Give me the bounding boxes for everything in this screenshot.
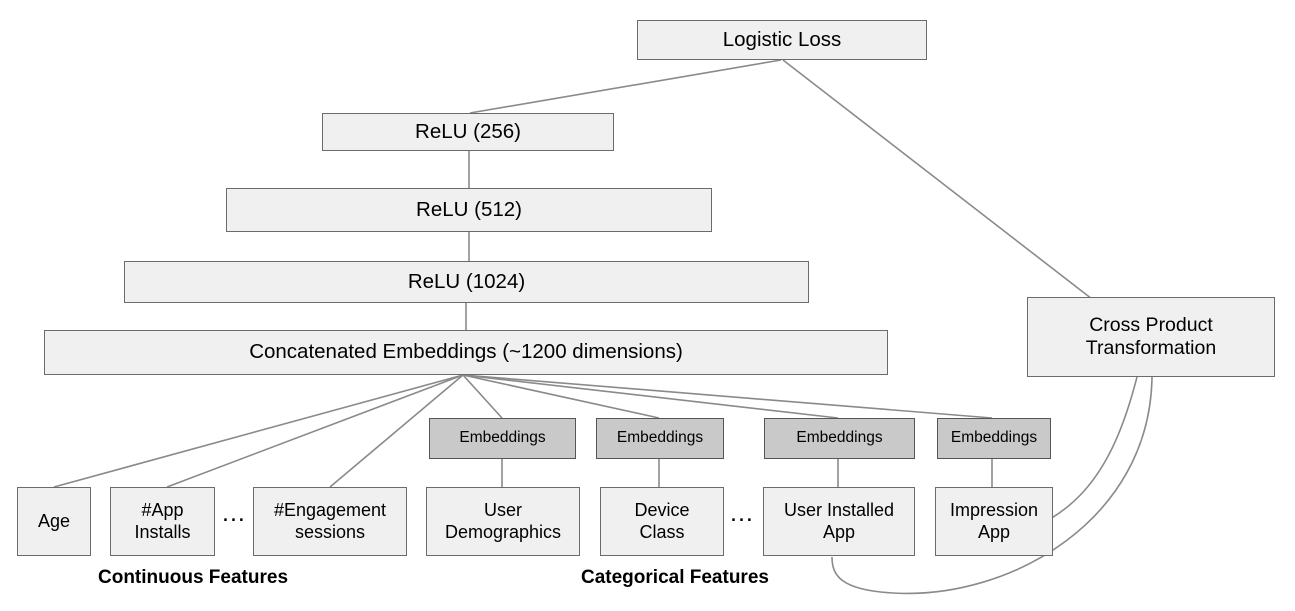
node-relu-256[interactable]: ReLU (256) xyxy=(322,113,614,151)
node-feature-app-installs[interactable]: #App Installs xyxy=(110,487,215,556)
node-feature-device-class[interactable]: Device Class xyxy=(600,487,724,556)
edge-loss-to-crossproduct xyxy=(782,59,1093,300)
edge-concat-to-age xyxy=(53,374,464,488)
node-feature-impression-app-label: Impression App xyxy=(949,500,1039,542)
node-feature-age[interactable]: Age xyxy=(17,487,91,556)
node-feature-engagement-sessions-label: #Engagement sessions xyxy=(273,500,387,542)
edge-loss-to-relu256 xyxy=(469,59,782,114)
node-concatenated-embeddings-label: Concatenated Embeddings (~1200 dimension… xyxy=(249,340,683,364)
node-relu-1024[interactable]: ReLU (1024) xyxy=(124,261,809,303)
node-cross-product-transformation[interactable]: Cross Product Transformation xyxy=(1027,297,1275,377)
node-embeddings-4[interactable]: Embeddings xyxy=(937,418,1051,459)
ellipsis-categorical: ... xyxy=(730,499,754,527)
node-feature-user-demographics-label: User Demographics xyxy=(444,500,562,542)
node-embeddings-1[interactable]: Embeddings xyxy=(429,418,576,459)
node-embeddings-2-label: Embeddings xyxy=(616,429,704,447)
node-feature-user-installed-app[interactable]: User Installed App xyxy=(763,487,915,556)
node-relu-512[interactable]: ReLU (512) xyxy=(226,188,712,232)
edge-concat-to-emb-2 xyxy=(462,374,660,419)
node-cross-product-transformation-label: Cross Product Transformation xyxy=(1085,314,1217,359)
node-logistic-loss[interactable]: Logistic Loss xyxy=(637,20,927,60)
node-feature-user-installed-app-label: User Installed App xyxy=(783,500,895,542)
node-feature-age-label: Age xyxy=(37,510,71,531)
edge-crossproduct-to-user-installed-app xyxy=(831,376,1153,595)
edge-concat-to-emb-3 xyxy=(462,374,839,419)
node-feature-device-class-label: Device Class xyxy=(634,500,690,542)
node-embeddings-2[interactable]: Embeddings xyxy=(596,418,724,459)
group-label-categorical-features: Categorical Features xyxy=(581,567,769,588)
node-relu-512-label: ReLU (512) xyxy=(416,197,522,221)
node-embeddings-4-label: Embeddings xyxy=(950,429,1038,447)
node-relu-256-label: ReLU (256) xyxy=(415,119,521,143)
edge-concat-to-app-installs xyxy=(166,374,464,488)
node-embeddings-3-label: Embeddings xyxy=(796,429,883,447)
node-relu-1024-label: ReLU (1024) xyxy=(407,269,526,293)
group-label-continuous-features: Continuous Features xyxy=(98,567,289,588)
node-feature-app-installs-label: #App Installs xyxy=(134,500,191,542)
ellipsis-continuous: ... xyxy=(222,499,246,527)
edge-concat-to-emb-4 xyxy=(462,374,993,419)
node-embeddings-1-label: Embeddings xyxy=(459,429,546,447)
node-feature-user-demographics[interactable]: User Demographics xyxy=(426,487,580,556)
node-concatenated-embeddings[interactable]: Concatenated Embeddings (~1200 dimension… xyxy=(44,330,888,375)
node-feature-impression-app[interactable]: Impression App xyxy=(935,487,1053,556)
node-embeddings-3[interactable]: Embeddings xyxy=(764,418,915,459)
node-logistic-loss-label: Logistic Loss xyxy=(722,27,842,51)
edge-concat-to-emb-1 xyxy=(462,374,503,419)
node-feature-engagement-sessions[interactable]: #Engagement sessions xyxy=(253,487,407,556)
